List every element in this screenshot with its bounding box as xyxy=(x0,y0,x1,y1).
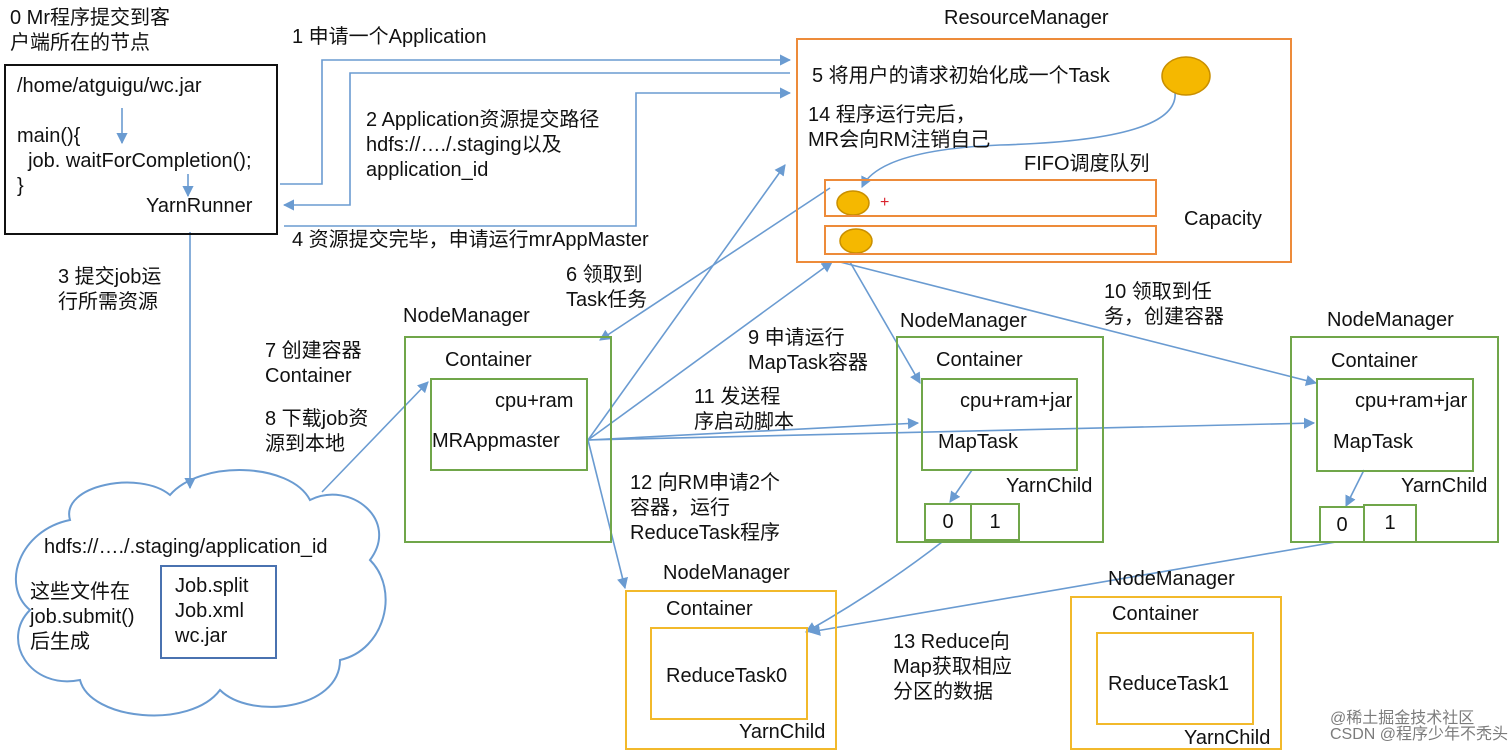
map1-partition-0: 0 xyxy=(924,503,972,541)
map1-task-label: MapTask xyxy=(938,431,1019,453)
task-dot-rm xyxy=(1161,56,1211,96)
hdfs-note: 这些文件在 job.submit() 后生成 xyxy=(30,581,135,653)
step-3-label: 3 提交job运 行所需资源 xyxy=(58,266,162,313)
reduce1-task-label: ReduceTask1 xyxy=(1108,673,1230,695)
arrow-map1-partition xyxy=(949,469,973,503)
step-11-label: 11 发送程 序启动脚本 xyxy=(694,386,794,433)
reduce1-yarnchild: YarnChild xyxy=(1184,727,1271,749)
map2-resources: cpu+ram+jar xyxy=(1355,390,1468,412)
map2-yarnchild: YarnChild xyxy=(1401,475,1488,497)
map1-yarnchild: YarnChild xyxy=(1006,475,1093,497)
arrow-10-to-map1 xyxy=(849,261,921,384)
arrow-14-unregister xyxy=(861,91,1176,189)
watermark-line-1: @稀土掘金技术社区 xyxy=(1330,710,1475,727)
queue-plus-mark: + xyxy=(880,194,890,211)
step-12-label: 12 向RM申请2个 容器，运行 ReduceTask程序 xyxy=(630,472,781,544)
resource-manager-box xyxy=(796,38,1292,263)
appmaster-label: MRAppmaster xyxy=(432,430,560,452)
reduce0-container xyxy=(650,627,808,720)
arrow-13-fetch-map2 xyxy=(808,541,1337,636)
step-8-label: 8 下载job资 源到本地 xyxy=(265,408,369,455)
step-9-label: 9 申请运行 MapTask容器 xyxy=(748,327,869,374)
step-10-label: 10 领取到任 务，创建容器 xyxy=(1104,281,1224,328)
rm-init-task: 5 将用户的请求初始化成一个Task xyxy=(812,65,1110,87)
arrow-9-request-map xyxy=(587,261,833,441)
rm-title: ResourceManager xyxy=(944,7,1109,29)
map1-container xyxy=(921,378,1078,471)
client-code: /home/atguigu/wc.jar main(){ job. waitFo… xyxy=(17,75,252,197)
arrow-11-to-map2 xyxy=(587,417,1316,441)
reduce1-container xyxy=(1096,632,1254,725)
map2-task-label: MapTask xyxy=(1333,431,1414,453)
nm-master-title: NodeManager xyxy=(403,305,530,327)
arrow-11-to-map1 xyxy=(587,417,920,441)
step-1-label: 1 申请一个Application xyxy=(292,26,487,48)
client-note: 0 Mr程序提交到客 户端所在的节点 xyxy=(10,7,170,54)
appmaster-container xyxy=(430,378,588,471)
reduce0-yarnchild: YarnChild xyxy=(739,721,826,743)
step-4-label: 4 资源提交完毕，申请运行mrAppMaster xyxy=(292,229,649,251)
arrow-10-to-map2 xyxy=(839,261,1318,386)
step-7-label: 7 创建容器 Container xyxy=(265,340,362,387)
rm-finish-note: 14 程序运行完后， MR会向RM注销自己 xyxy=(808,104,991,151)
nm-reduce1-container-label: Container xyxy=(1112,603,1199,625)
map1-partition-1: 1 xyxy=(970,503,1020,541)
hdfs-cloud-shape xyxy=(14,469,387,717)
arrow-8-download xyxy=(321,381,429,493)
hdfs-path: hdfs://…./.staging/application_id xyxy=(44,536,328,558)
nm-map1-box xyxy=(896,336,1104,543)
step-6-label: 6 领取到 Task任务 xyxy=(566,264,648,311)
arrow-4-request-appmaster xyxy=(284,87,792,227)
nm-map1-container-label: Container xyxy=(936,349,1023,371)
fifo-queue-row-2 xyxy=(824,225,1157,255)
fifo-queue-label: FIFO调度队列 xyxy=(1024,153,1150,175)
map2-partition-0: 0 xyxy=(1319,506,1365,543)
nm-reduce1-title: NodeManager xyxy=(1108,568,1235,590)
arrow-12-request-reduce xyxy=(587,439,628,590)
nm-master-box xyxy=(404,336,612,543)
step-13-label: 13 Reduce向 Map获取相应 分区的数据 xyxy=(893,631,1012,703)
nm-reduce0-title: NodeManager xyxy=(663,562,790,584)
capacity-label: Capacity xyxy=(1184,208,1262,230)
nm-reduce0-container-label: Container xyxy=(666,598,753,620)
job-files-list: Job.split Job.xml wc.jar xyxy=(175,575,249,647)
watermark-line-2: CSDN @程序少年不秃头 xyxy=(1330,726,1509,743)
map2-container xyxy=(1316,378,1474,472)
nm-map2-container-label: Container xyxy=(1331,350,1418,372)
appmaster-resources: cpu+ram xyxy=(495,390,574,412)
arrow-1-apply-application xyxy=(280,54,792,185)
nm-master-container-label: Container xyxy=(445,349,532,371)
step-2-label: 2 Application资源提交路径 hdfs://…./.staging以及… xyxy=(366,109,600,181)
reduce0-task-label: ReduceTask0 xyxy=(666,665,788,687)
map1-resources: cpu+ram+jar xyxy=(960,390,1073,412)
nm-map1-title: NodeManager xyxy=(900,310,1027,332)
fifo-queue-row-1 xyxy=(824,179,1157,217)
map2-partition-1: 1 xyxy=(1363,504,1417,543)
client-node-box xyxy=(4,64,278,235)
arrow-appmaster-to-rm xyxy=(587,164,786,441)
job-files-box xyxy=(160,565,277,659)
arrow-2-return-path xyxy=(282,72,790,211)
arrow-map2-partition xyxy=(1345,469,1365,508)
yarn-runner-label: YarnRunner xyxy=(146,195,253,217)
arrow-13-fetch-map1 xyxy=(805,541,943,633)
nm-map2-title: NodeManager xyxy=(1327,309,1454,331)
